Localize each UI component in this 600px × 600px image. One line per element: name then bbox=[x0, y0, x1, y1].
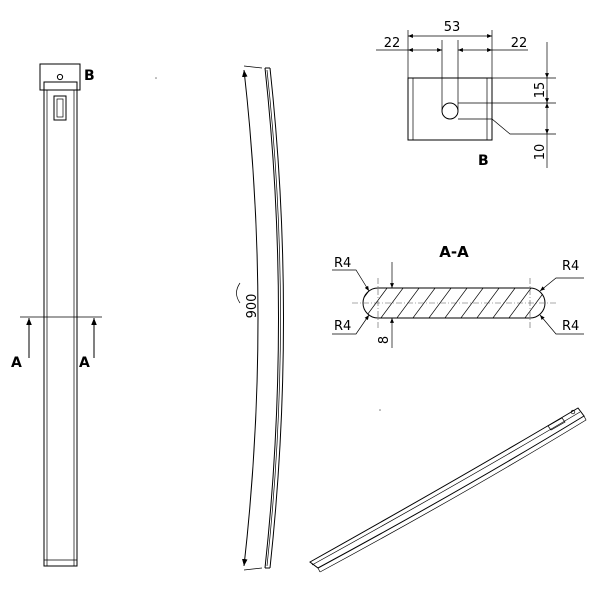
iso-leaf-thickness bbox=[317, 567, 321, 573]
dim-10-text: 10 bbox=[533, 144, 548, 161]
detail-b-view: 53 22 22 15 10 B bbox=[376, 20, 556, 169]
length-dimension-line bbox=[242, 69, 259, 567]
isometric-view bbox=[309, 407, 587, 573]
section-label-right: A bbox=[79, 355, 90, 371]
leaf-outer-curve bbox=[264, 67, 279, 569]
radius-text-bottom-left: R4 bbox=[334, 319, 351, 334]
radius-leader-top-left bbox=[332, 269, 370, 292]
section-aa-title: A-A bbox=[439, 243, 469, 261]
iso-leaf-outline bbox=[309, 407, 585, 569]
front-view-outline bbox=[43, 81, 78, 567]
radius-leader-top-right bbox=[539, 277, 584, 292]
stray-mark bbox=[155, 77, 157, 79]
section-label-left: A bbox=[11, 355, 22, 371]
thickness-text: 8 bbox=[377, 336, 392, 344]
length-extension-bottom bbox=[243, 567, 263, 571]
arc-length-symbol bbox=[236, 282, 241, 304]
detail-b-frame bbox=[39, 63, 81, 91]
dim-22-left-text: 22 bbox=[384, 36, 401, 51]
dim-15-text: 15 bbox=[533, 82, 548, 99]
section-aa-view: A-A 8 R4 R4 R4 bbox=[332, 243, 584, 348]
leaf-inner-curve bbox=[269, 67, 284, 569]
radius-text-top-right: R4 bbox=[562, 259, 579, 274]
leaf-mid-curve bbox=[266, 69, 281, 567]
ext-hole-bottom bbox=[458, 118, 556, 135]
radius-text-bottom-right: R4 bbox=[562, 319, 579, 334]
radius-leader-bottom-left bbox=[332, 314, 370, 335]
iso-leaf-bottom-face bbox=[319, 415, 587, 573]
front-view: B A A bbox=[11, 63, 102, 567]
iso-leaf-edge bbox=[311, 411, 581, 566]
iso-slot bbox=[547, 417, 566, 431]
length-extension-top bbox=[243, 65, 263, 69]
slot-inner bbox=[56, 98, 64, 118]
length-dimension-text: 900 bbox=[245, 294, 260, 319]
dim-53-text: 53 bbox=[444, 20, 461, 35]
iso-hole bbox=[570, 409, 576, 415]
detail-b-title: B bbox=[478, 153, 489, 169]
radius-leader-bottom-right bbox=[539, 314, 584, 335]
dim-22-right-text: 22 bbox=[511, 36, 528, 51]
slot bbox=[53, 95, 67, 121]
detail-b-hole bbox=[441, 102, 459, 120]
side-view: 900 bbox=[236, 65, 284, 571]
detail-b-callout: B bbox=[84, 68, 95, 84]
stray-mark bbox=[379, 409, 381, 411]
end-hole bbox=[56, 73, 64, 81]
radius-text-top-left: R4 bbox=[334, 256, 351, 271]
detail-b-body bbox=[407, 77, 493, 141]
